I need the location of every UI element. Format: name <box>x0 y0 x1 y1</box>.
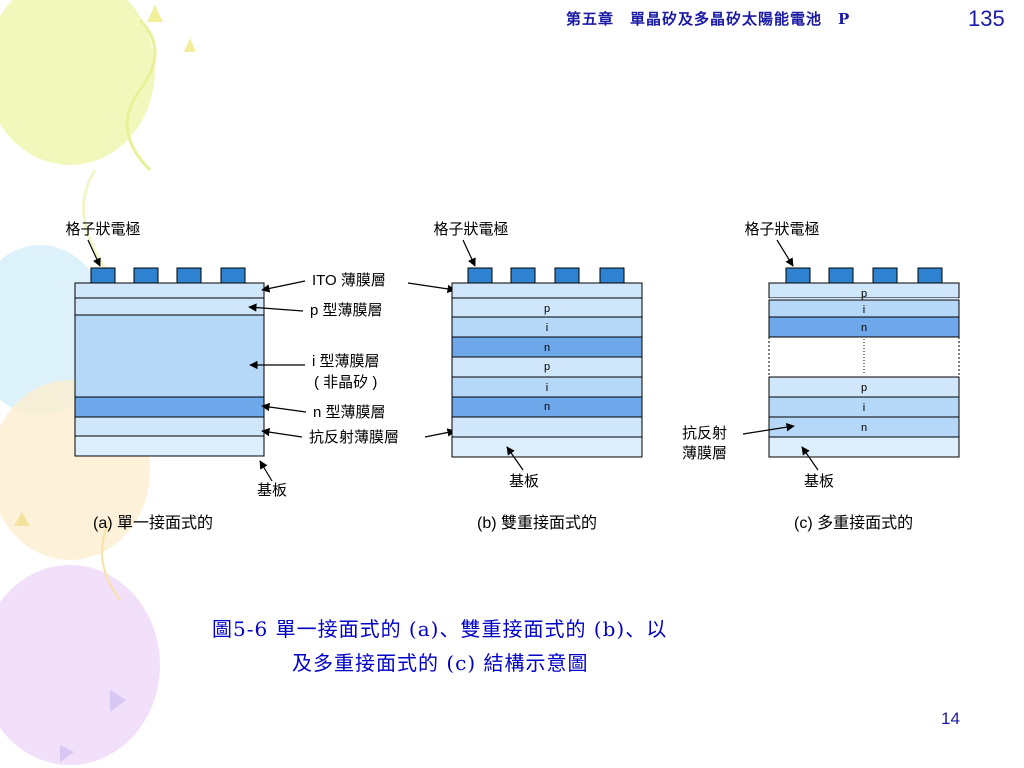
amorphous-si-label: ( 非晶矽 ) <box>314 374 377 391</box>
n-layer-label: n 型薄膜層 <box>313 404 386 421</box>
panel-b-substrate-label: 基板 <box>509 472 539 490</box>
panel-c-ar-label: 抗反射 <box>682 425 727 442</box>
layer-letter: i <box>863 402 865 414</box>
layer-letter: p <box>544 303 550 315</box>
layer-letter: i <box>546 322 548 334</box>
grid-electrode <box>917 267 943 284</box>
n-layer <box>768 316 960 338</box>
panel-c-substrate-label: 基板 <box>804 472 834 490</box>
panel-a: 格子狀電極 基板 (a) 單一接面式的 <box>65 221 287 532</box>
figure-caption-line1: 圖5-6 單一接面式的 (a)、雙重接面式的 (b)、以 <box>212 617 668 641</box>
panel-a-substrate-label: 基板 <box>257 481 287 499</box>
panel-c: 格子狀電極 p i n p i n 抗反射 薄膜層 基板 (c) 多重接面式的 <box>682 221 960 532</box>
substrate-layer <box>768 436 960 458</box>
grid-electrode <box>785 267 811 284</box>
grid-electrode <box>828 267 854 284</box>
grid-electrode <box>467 267 493 284</box>
grid-electrode <box>220 267 246 284</box>
n-layer <box>74 396 265 418</box>
grid-electrode <box>872 267 898 284</box>
panel-a-electrode-label: 格子狀電極 <box>65 221 140 238</box>
grid-electrode <box>176 267 202 284</box>
ito-layer <box>451 282 643 299</box>
grid-electrode <box>510 267 536 284</box>
panel-b-electrode-label: 格子狀電極 <box>433 221 508 238</box>
layer-letter: p <box>861 382 867 394</box>
panel-a-caption: (a) 單一接面式的 <box>93 514 213 532</box>
layer-letter: p <box>544 361 550 373</box>
p-layer <box>74 297 265 316</box>
anti-reflection-layer <box>74 416 265 437</box>
grid-electrode <box>133 267 159 284</box>
panel-c-caption: (c) 多重接面式的 <box>794 514 913 532</box>
p-layer-label: p 型薄膜層 <box>310 302 383 319</box>
anti-reflection-layer <box>451 416 643 438</box>
book-page-number: 135 <box>968 6 1005 31</box>
ito-label: ITO 薄膜層 <box>312 272 386 289</box>
layer-letter: i <box>863 304 865 316</box>
layer-letter: n <box>861 322 867 334</box>
i-layer <box>74 314 265 398</box>
panel-c-electrode-label: 格子狀電極 <box>744 221 819 238</box>
figure-caption: 圖5-6 單一接面式的 (a)、雙重接面式的 (b)、以 及多重接面式的 (c)… <box>212 612 667 680</box>
slide-number: 14 <box>941 709 960 728</box>
layer-letter: i <box>546 382 548 394</box>
chapter-title: 第五章 單晶矽及多晶矽太陽能電池 P <box>566 10 851 28</box>
panel-c-ar-label-2: 薄膜層 <box>682 445 727 462</box>
ito-layer <box>74 282 265 299</box>
panel-b: 格子狀電極 p i n p i n 基板 (b) 雙重接面式的 <box>433 221 643 532</box>
layer-letter: n <box>544 342 550 354</box>
layer-letter: n <box>861 422 867 434</box>
substrate-layer <box>451 436 643 458</box>
figure-caption-line2: 及多重接面式的 (c) 結構示意圖 <box>292 651 589 675</box>
grid-electrode <box>554 267 580 284</box>
layer-labels: ITO 薄膜層 p 型薄膜層 i 型薄膜層 ( 非晶矽 ) n 型薄膜層 抗反射… <box>248 272 456 446</box>
layer-letter: p <box>861 288 867 300</box>
i-layer-label: i 型薄膜層 <box>312 353 380 370</box>
layer-letter: n <box>544 401 550 413</box>
grid-electrode <box>599 267 625 284</box>
grid-electrode <box>90 267 116 284</box>
substrate-layer <box>74 435 265 457</box>
panel-b-caption: (b) 雙重接面式的 <box>477 514 597 532</box>
ar-layer-label: 抗反射薄膜層 <box>309 429 399 446</box>
